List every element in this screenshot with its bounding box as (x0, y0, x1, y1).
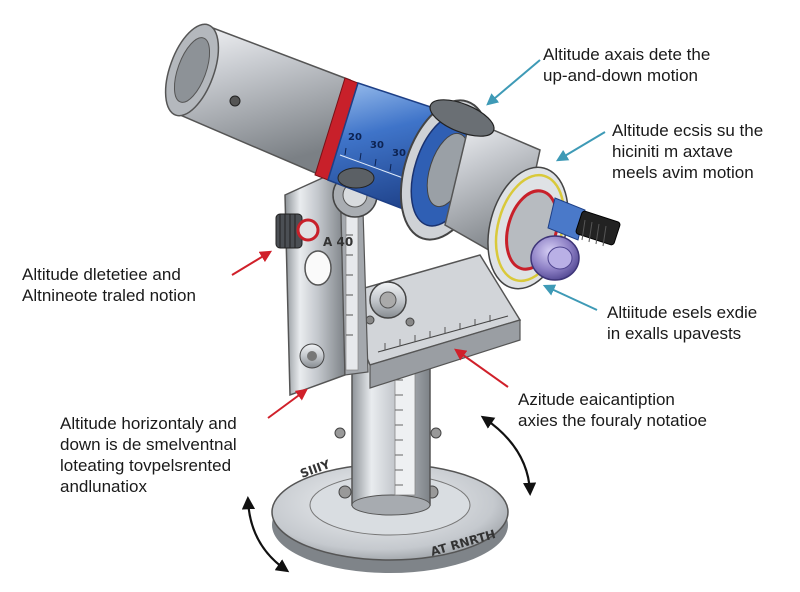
tube-tick-label: 30 (392, 148, 406, 159)
altitude-bracket: A 40 (275, 168, 378, 397)
arrow-right-icon (267, 388, 308, 419)
annotation-altitude-lower-right: Altiitude esels exdie in exalls upavests (607, 303, 758, 343)
arrow-right-icon (231, 250, 273, 276)
arrow-left-icon (454, 348, 509, 388)
curved-double-arrow-icon (480, 415, 537, 496)
annotation-azimuth: Azitude eaicantiption axies the fouraly … (518, 390, 708, 430)
curved-double-arrow-icon (241, 496, 290, 573)
screw-icon (338, 485, 352, 499)
altitude-clamp-knob (429, 99, 495, 137)
annotation-altitude-horizontal: Altitude horizontaly and down is de smel… (60, 414, 237, 496)
arrow-left-icon (542, 284, 598, 311)
annotation-altitude-axis-top: Altitude axais dete the up-and-down moti… (543, 45, 711, 85)
arrow-left-icon (486, 59, 541, 106)
bracket-engraving: A 40 (323, 235, 353, 249)
tube-tick-label: 20 (348, 132, 362, 143)
telescope-tube: 20 30 30 30 40 (164, 23, 621, 290)
screw-icon (334, 427, 346, 439)
tube-tick-label: 30 (370, 140, 384, 151)
bracket-hole (304, 250, 332, 286)
screw-icon (430, 427, 442, 439)
arrow-left-icon (555, 131, 606, 162)
annotation-altitude-axis-right: Altitude ecsis su the hiciniti m axtave … (612, 121, 764, 182)
annotation-altitude-left: Altitude dletetiee and Altnineote traled… (22, 265, 196, 305)
annotation-arrows (231, 59, 606, 573)
